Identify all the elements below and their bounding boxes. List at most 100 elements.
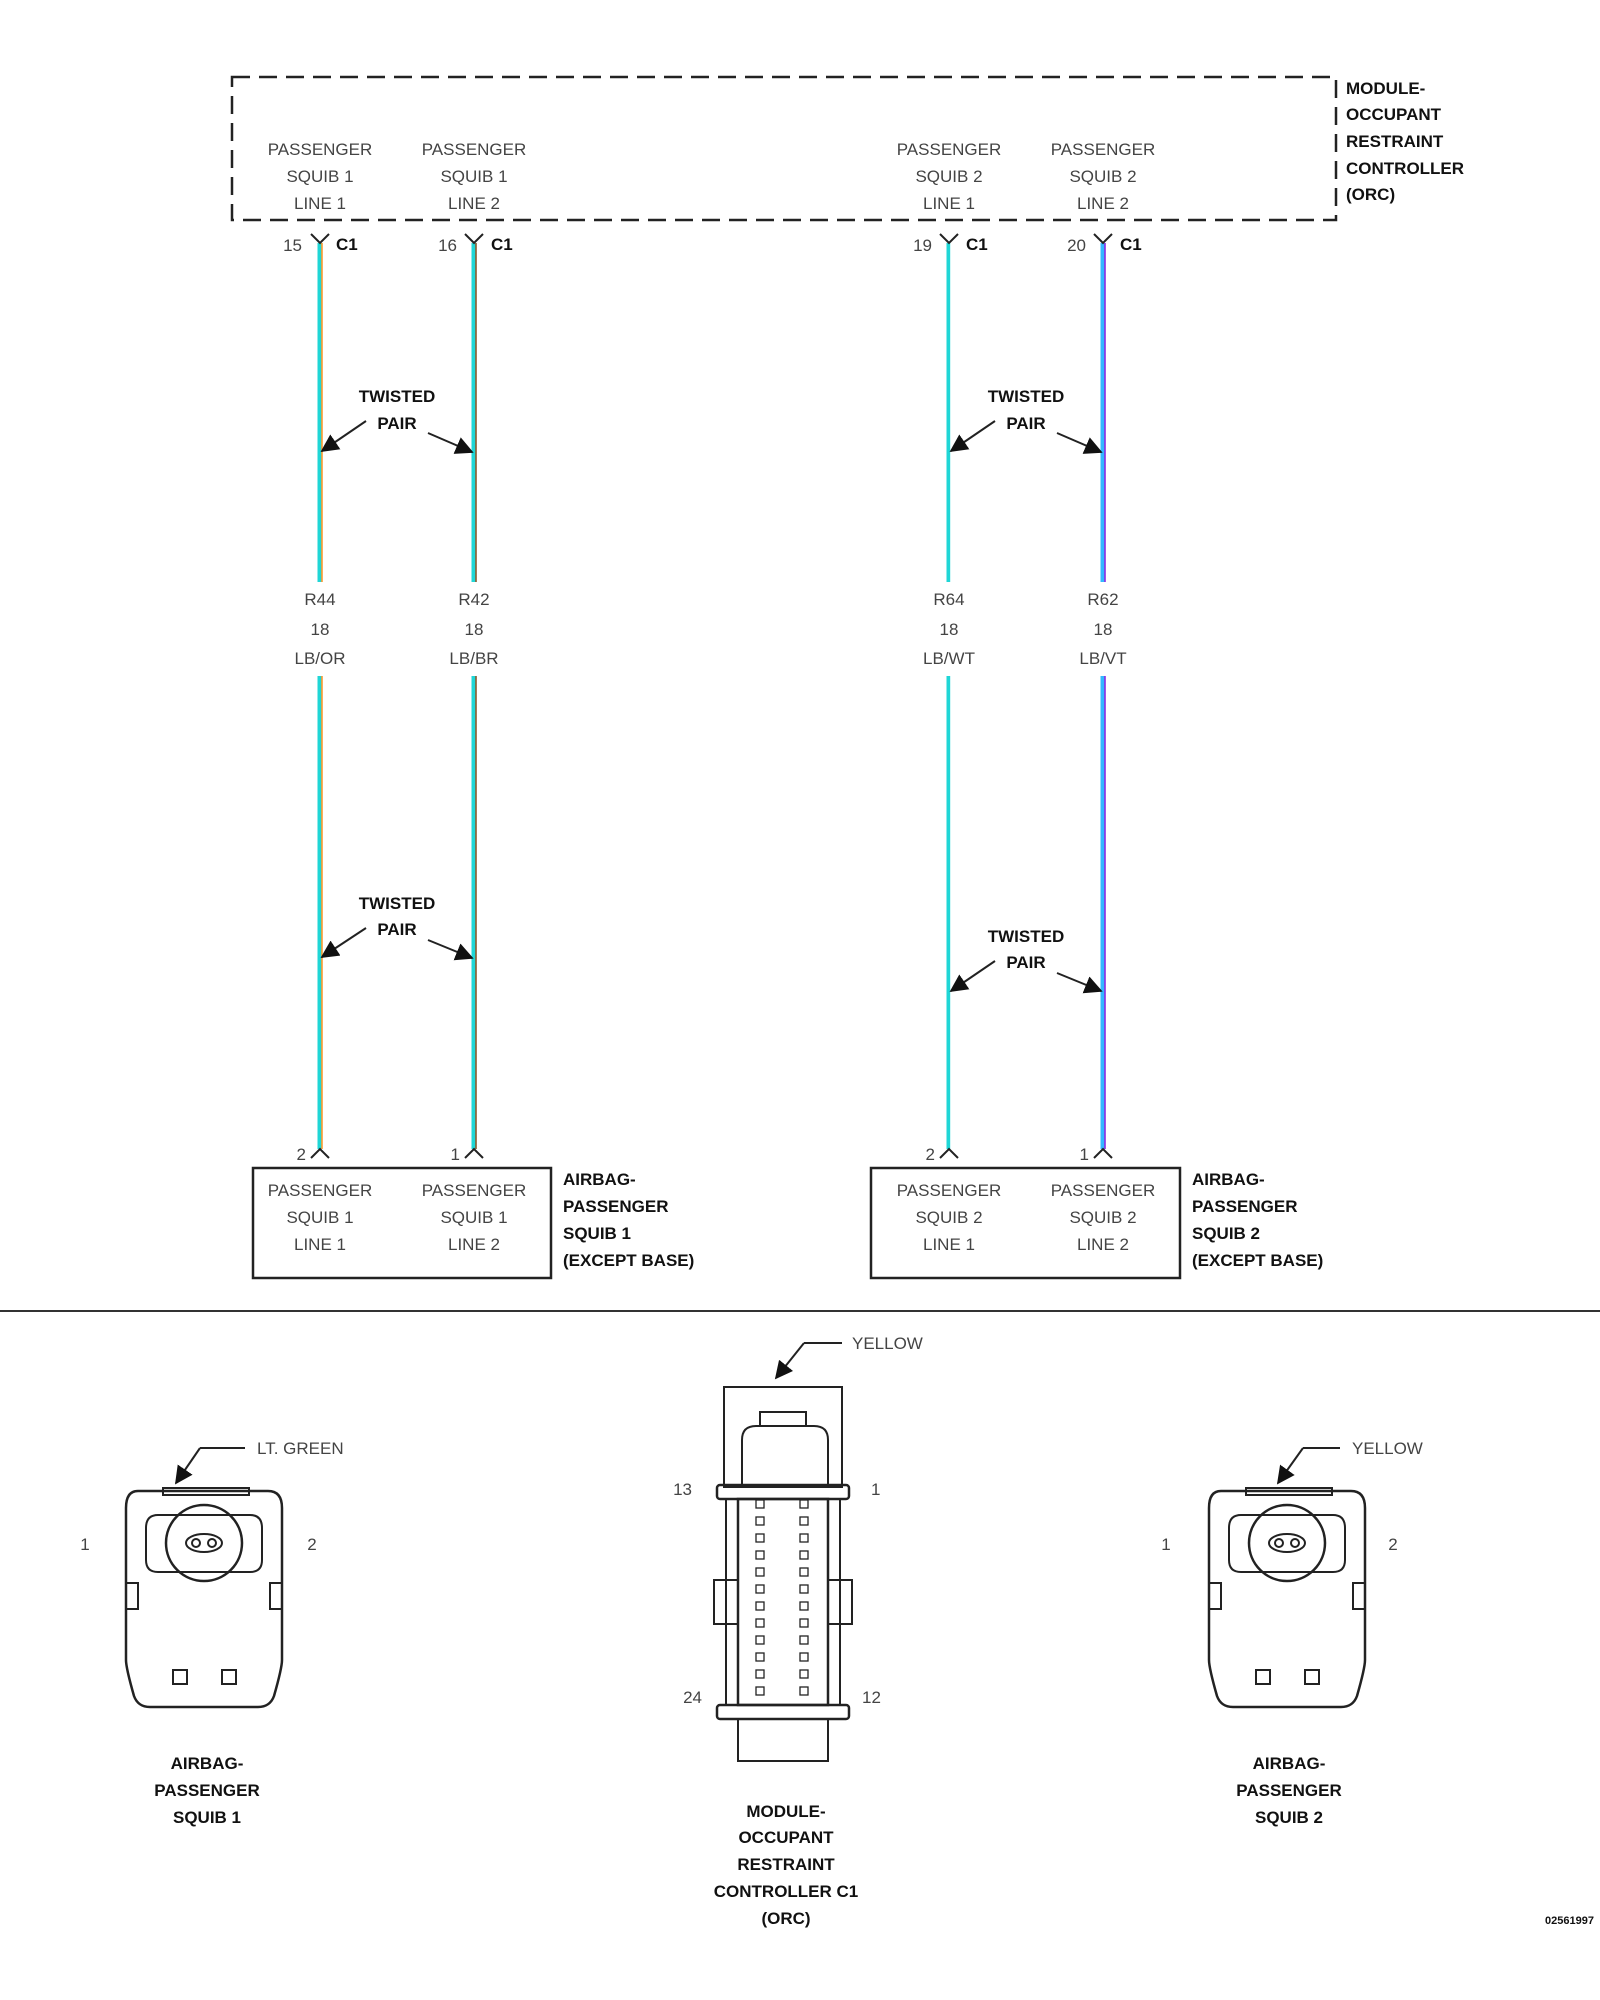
connector-housing — [124, 1489, 284, 1709]
wire-color: LB/WT — [923, 649, 975, 668]
cavity-number: 13 — [673, 1480, 692, 1499]
twisted-pair-callout: TWISTED PAIR — [320, 387, 474, 454]
orc-pin-19-description: PASSENGER SQUIB 2 LINE 1 — [897, 140, 1002, 213]
key-slot — [1255, 1669, 1271, 1685]
squib-2-box — [869, 1166, 1182, 1280]
lock-shroud — [741, 1425, 829, 1487]
wire-circuit: R44 — [304, 590, 335, 609]
side-latch — [713, 1579, 739, 1625]
key-slot — [221, 1669, 237, 1685]
connector-id: C1 — [1120, 235, 1142, 254]
terminal-cavity — [755, 1567, 765, 1577]
squib-socket — [164, 1503, 244, 1583]
connector-view-label: RESTRAINT — [737, 1855, 835, 1874]
terminal-cavity — [799, 1516, 809, 1526]
squib-cell-line: LINE 2 — [448, 1235, 500, 1254]
terminal-cavity — [755, 1669, 765, 1679]
orc-c1-connector-view: YELLOW 13 1 24 12 MODULE- OCCUPANT RESTR… — [673, 1334, 923, 1928]
wire-circuit: R62 — [1087, 590, 1118, 609]
orc-label-line: RESTRAINT — [1346, 132, 1444, 151]
latch-tab — [1245, 1487, 1333, 1496]
squib-cell-line: SQUIB 1 — [440, 1208, 507, 1227]
pin-desc-line: SQUIB 2 — [1069, 167, 1136, 186]
wire-labels: R44 18 LB/OR R42 18 LB/BR R64 18 LB/WT R… — [294, 590, 1126, 668]
twisted-pair-label: TWISTED — [359, 894, 436, 913]
terminal-chevron — [310, 233, 330, 245]
squib-1-label: (EXCEPT BASE) — [563, 1251, 694, 1270]
terminal-cavity — [799, 1618, 809, 1628]
pin-number: 1 — [1080, 1145, 1089, 1164]
connector-housing — [1207, 1489, 1367, 1709]
color-pointer — [774, 1342, 805, 1380]
terminal-cavity — [755, 1550, 765, 1560]
connector-hood — [723, 1386, 843, 1488]
terminal-cavity — [755, 1652, 765, 1662]
squib-cell-line: PASSENGER — [897, 1181, 1002, 1200]
pin-desc-line: SQUIB 2 — [915, 167, 982, 186]
connector-body — [736, 1497, 830, 1707]
pointer-arrow — [320, 927, 367, 958]
wire-color: LB/BR — [449, 649, 498, 668]
connector-color: YELLOW — [852, 1334, 923, 1353]
side-tab — [269, 1582, 283, 1610]
terminal-chevron — [310, 1147, 330, 1159]
cavity-number: 24 — [683, 1688, 702, 1707]
connector-id: C1 — [491, 235, 513, 254]
wire-gauge: 18 — [311, 620, 330, 639]
lock-tab — [759, 1411, 807, 1427]
pin-desc-line: PASSENGER — [422, 140, 527, 159]
cavity-number: 1 — [80, 1535, 89, 1554]
squib-cell-line: LINE 1 — [294, 1235, 346, 1254]
wire-color: LB/VT — [1079, 649, 1126, 668]
pin-desc-line: PASSENGER — [897, 140, 1002, 159]
terminal-cavity — [755, 1516, 765, 1526]
terminal-cavity — [799, 1533, 809, 1543]
side-tab — [1208, 1582, 1222, 1610]
terminal-cavity — [755, 1635, 765, 1645]
twisted-pair-label: TWISTED — [988, 387, 1065, 406]
pin-desc-line: SQUIB 1 — [440, 167, 507, 186]
squib-cell-line: LINE 2 — [1077, 1235, 1129, 1254]
cavity-number: 12 — [862, 1688, 881, 1707]
squib-1-box — [251, 1166, 553, 1280]
pin-desc-line: LINE 2 — [1077, 194, 1129, 213]
squib-cell-line: PASSENGER — [422, 1181, 527, 1200]
connector-view-label: (ORC) — [761, 1909, 810, 1928]
connector-color: YELLOW — [1352, 1439, 1423, 1458]
pin-desc-line: PASSENGER — [1051, 140, 1156, 159]
cavity-number: 1 — [871, 1480, 880, 1499]
terminal-chevron — [464, 1147, 484, 1159]
pointer-arrow — [1056, 432, 1103, 454]
figure-id: 02561997 — [1545, 1915, 1594, 1927]
orc-pin-15-description: PASSENGER SQUIB 1 LINE 1 — [268, 140, 373, 213]
key-slot — [1304, 1669, 1320, 1685]
socket-shroud — [1228, 1514, 1346, 1573]
flange-bottom — [715, 1703, 851, 1721]
connector-view-label: OCCUPANT — [738, 1828, 834, 1847]
connector-color: LT. GREEN — [257, 1439, 344, 1458]
terminal-cavity — [191, 1538, 201, 1548]
twisted-pair-label: TWISTED — [988, 927, 1065, 946]
orc-pin-20-description: PASSENGER SQUIB 2 LINE 2 — [1051, 140, 1156, 213]
pin-number: 19 — [913, 236, 932, 255]
squib-1-connector-view: LT. GREEN 1 2 AIRBAG- PASSENGER SQUIB 1 — [80, 1439, 343, 1827]
pin-number: 16 — [438, 236, 457, 255]
airbag-squib-2-block: 2 1 PASSENGER SQUIB 2 LINE 1 PASSENGER S… — [869, 1145, 1323, 1280]
pointer-arrow — [949, 420, 996, 453]
pointer-arrow — [949, 960, 996, 993]
twisted-pair-label: PAIR — [377, 920, 416, 939]
terminal-chevron — [464, 233, 484, 245]
side-latch — [827, 1579, 853, 1625]
squib-2-label: PASSENGER — [1192, 1197, 1298, 1216]
color-pointer — [174, 1447, 201, 1485]
body-rail — [827, 1498, 841, 1706]
connector-terminals — [310, 233, 1113, 1159]
terminal-cavity — [799, 1669, 809, 1679]
squib-cell-line: PASSENGER — [268, 1181, 373, 1200]
terminal-cavity — [207, 1538, 217, 1548]
orc-module-label: MODULE- OCCUPANT RESTRAINT CONTROLLER (O… — [1346, 79, 1464, 204]
body-rail — [725, 1498, 739, 1706]
squib-1-label: AIRBAG- — [563, 1170, 636, 1189]
wire-circuit: R64 — [933, 590, 964, 609]
